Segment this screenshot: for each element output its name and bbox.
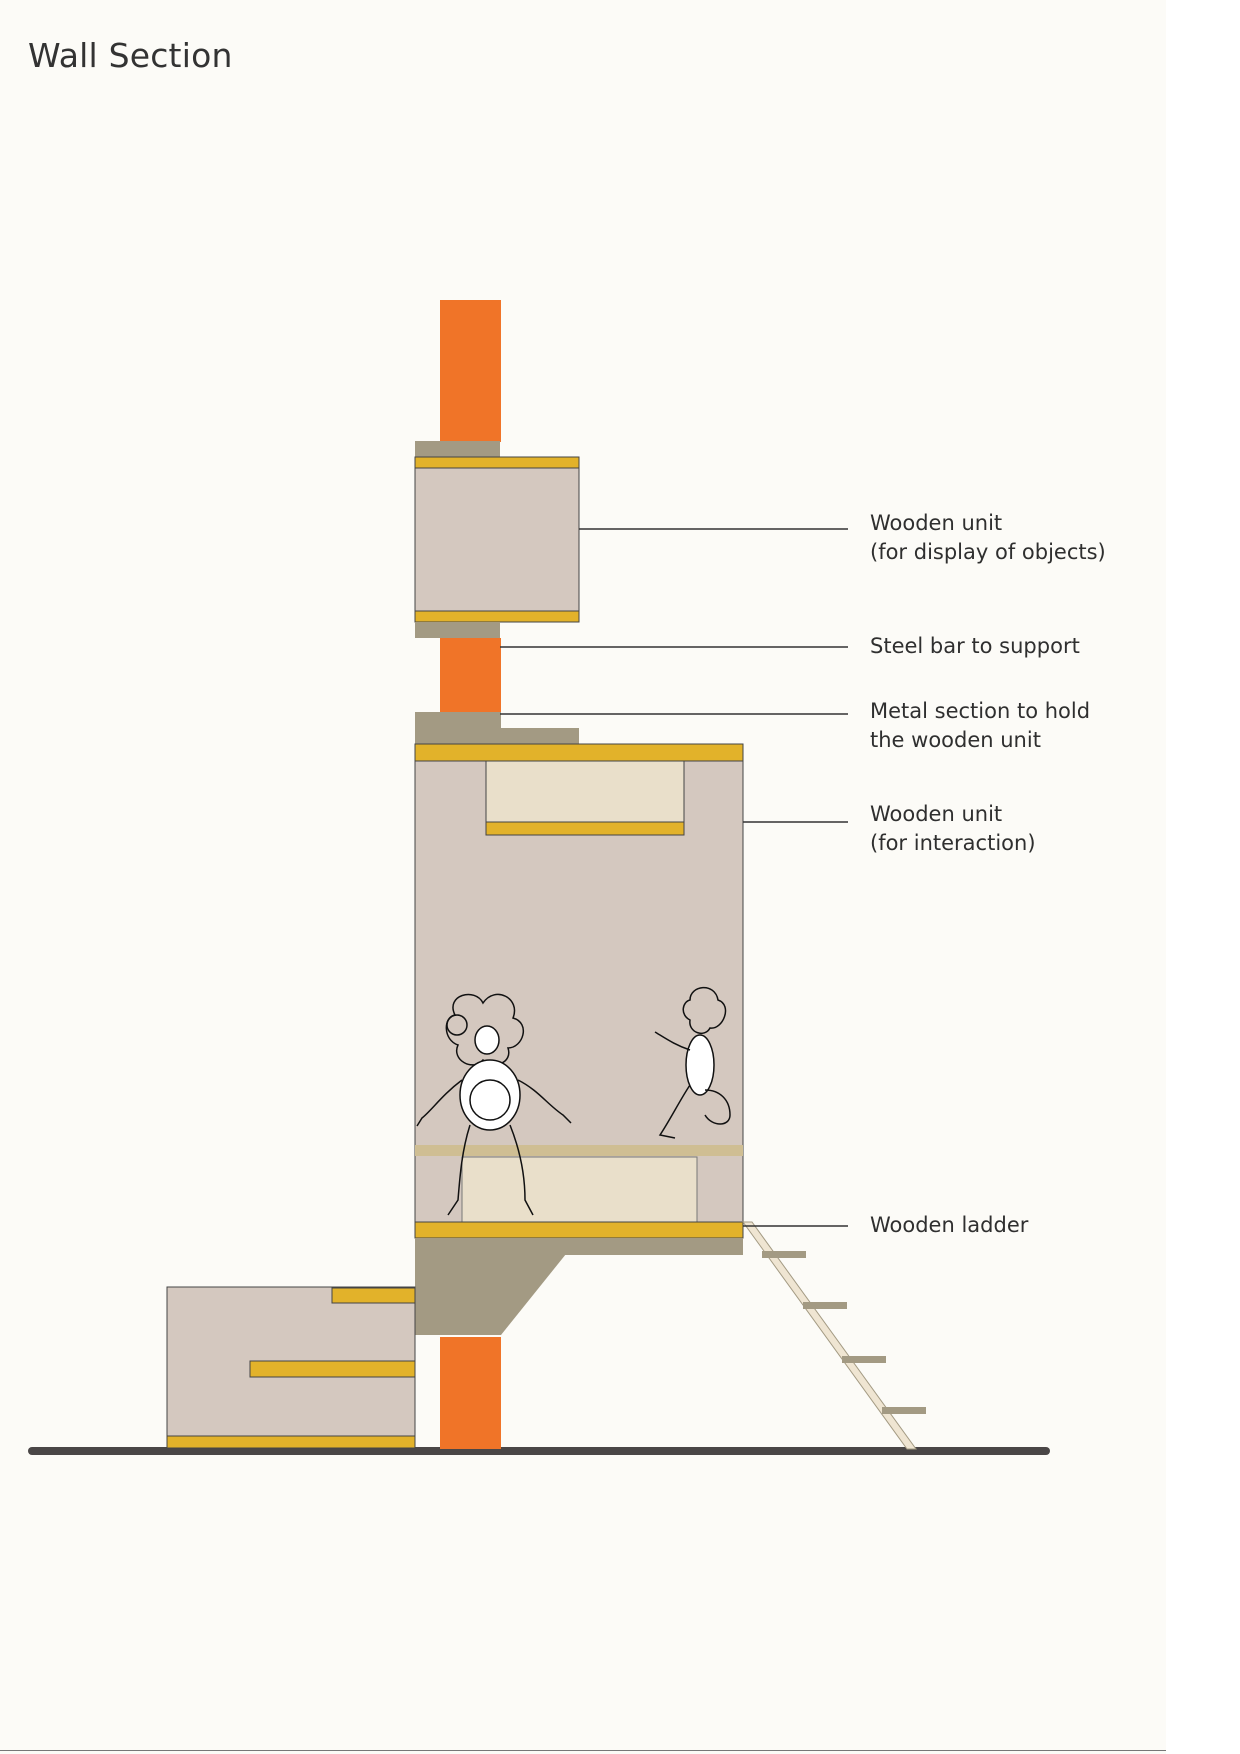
label-metal-section: Metal section to hold the wooden unit xyxy=(870,699,1091,752)
page-bottom-rule xyxy=(0,1750,1166,1751)
display-unit-bottom-bracket xyxy=(415,622,500,638)
ladder-rail xyxy=(742,1221,917,1450)
child-figure-sketch xyxy=(654,986,731,1139)
wall-segment-middle xyxy=(440,638,501,713)
label-ladder: Wooden ladder xyxy=(870,1213,1029,1237)
interaction-unit-bench-top xyxy=(415,1145,743,1156)
display-unit-body xyxy=(414,456,580,623)
display-unit-top-bracket xyxy=(415,441,500,458)
interaction-unit-shelf-trim xyxy=(485,821,685,836)
page-title: Wall Section xyxy=(28,36,233,75)
wall-segment-top xyxy=(440,300,501,442)
display-unit-top-trim xyxy=(414,456,580,469)
storage-shelf-middle xyxy=(249,1360,416,1378)
ladder-rung-2 xyxy=(803,1302,847,1309)
interaction-unit-floor-trim xyxy=(414,1221,744,1239)
label-display-unit: Wooden unit (for display of objects) xyxy=(870,511,1106,564)
storage-shelf-upper xyxy=(331,1287,416,1304)
seated-figure-sketch xyxy=(416,993,572,1216)
display-unit-bottom-trim xyxy=(414,610,580,623)
page-margin-strip xyxy=(1166,0,1240,1754)
interaction-unit-top-trim xyxy=(414,743,744,762)
label-interaction-unit: Wooden unit (for interaction) xyxy=(870,802,1036,855)
wall-segment-bottom xyxy=(440,1337,501,1449)
metal-section-block xyxy=(415,712,501,745)
storage-shelf-bottom xyxy=(166,1435,416,1449)
ground-line xyxy=(28,1447,1050,1455)
support-bracket xyxy=(415,1254,566,1335)
interaction-unit-bench-drawer xyxy=(461,1156,698,1223)
ladder-rung-1 xyxy=(762,1251,806,1258)
ladder-rung-4 xyxy=(882,1407,926,1414)
ladder-rung-3 xyxy=(842,1356,886,1363)
metal-section-flange xyxy=(500,728,579,745)
label-steel-bar: Steel bar to support xyxy=(870,634,1080,658)
interaction-unit-base xyxy=(415,1238,743,1255)
